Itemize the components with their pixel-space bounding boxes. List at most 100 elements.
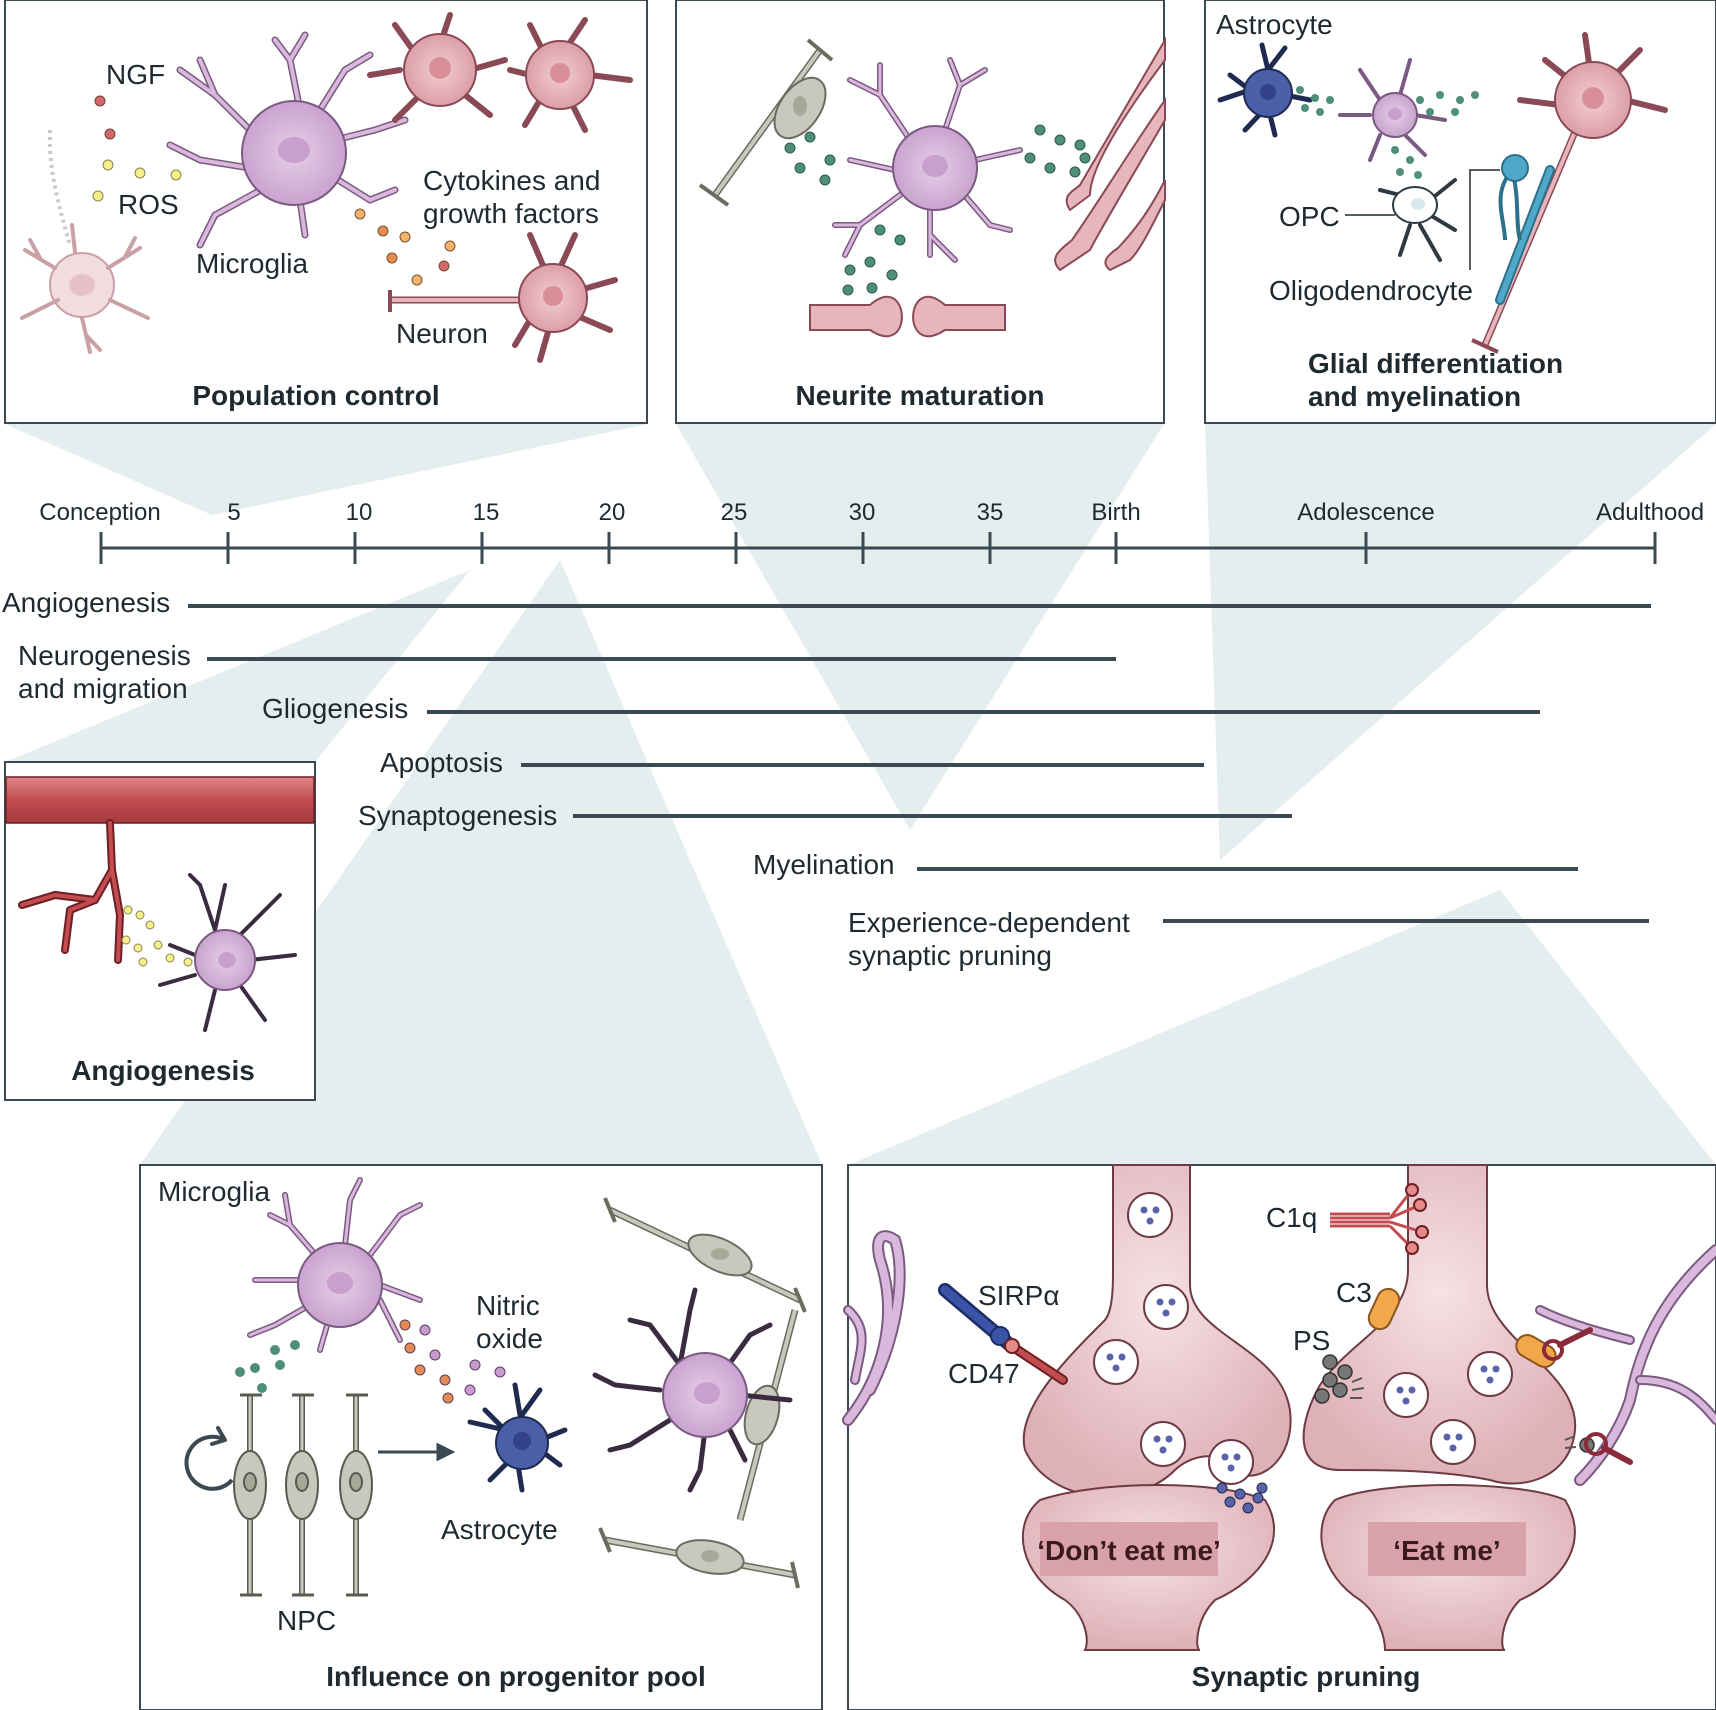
panel-neurite-maturation: Neurite maturation	[675, 0, 1166, 424]
eat-me-label: ‘Eat me’	[1393, 1535, 1500, 1566]
panel-title-glial-line2: and myelination	[1308, 381, 1521, 412]
opc-cell	[1378, 178, 1457, 262]
bipolar-neuron	[603, 1197, 807, 1313]
sirpa-receptor	[938, 1283, 1017, 1352]
npc-label: NPC	[277, 1605, 336, 1636]
neuron-cell-top-b	[507, 17, 633, 133]
oligodendrocyte-cell	[1498, 154, 1529, 241]
c3-molecule	[1367, 1287, 1401, 1331]
c1q-label: C1q	[1266, 1202, 1317, 1233]
synaptic-vesicles	[1093, 1192, 1513, 1514]
panel-title-glial-line1: Glial differentiation	[1308, 348, 1563, 379]
panel-title-progenitor: Influence on progenitor pool	[326, 1661, 706, 1692]
nitric-oxide-dots	[399, 1319, 506, 1404]
blood-vessel	[5, 776, 315, 824]
microglia-cell	[166, 31, 409, 249]
cytokines-label-line1: Cytokines and	[423, 165, 600, 196]
process-label: Myelination	[753, 849, 895, 880]
ps-receptor	[1564, 1432, 1633, 1465]
ngf-dots	[94, 95, 116, 140]
cytokines-label-line2: growth factors	[423, 198, 599, 229]
process-label: Neurogenesis	[18, 640, 191, 671]
timeline-tick-label: 20	[599, 499, 626, 526]
oligodendrocyte-label: Oligodendrocyte	[1269, 275, 1473, 306]
neuron-label: Neuron	[396, 318, 488, 349]
bipolar-neuron	[698, 38, 834, 207]
panel-progenitor-pool: Microglia Nitric oxide Astrocyte NPC Inf…	[139, 1164, 823, 1710]
panel-title-pruning: Synaptic pruning	[1192, 1661, 1421, 1692]
c3-receptor	[1515, 1327, 1593, 1368]
synapse-shape	[809, 296, 1006, 338]
microglia-cell	[592, 1287, 793, 1493]
microglia-cell	[247, 1177, 423, 1353]
timeline-tick-label: 10	[346, 499, 373, 526]
process-label: Experience-dependent	[848, 907, 1130, 938]
timeline-tick-label: Adolescence	[1297, 499, 1434, 526]
microglia-process-left	[842, 1230, 906, 1426]
self-renewal-arrow-icon	[184, 1426, 234, 1491]
timeline-tick-label: Adulthood	[1596, 499, 1704, 526]
presynaptic-terminal-left	[1022, 1164, 1292, 1498]
process-label: Angiogenesis	[2, 587, 170, 618]
panel-glial-differentiation: Astrocyte OPC Oligodendrocyte Glial diff…	[1204, 0, 1716, 424]
panel-angiogenesis: Angiogenesis	[4, 761, 316, 1101]
process-label: Apoptosis	[380, 747, 503, 778]
microglia-label: Microglia	[196, 248, 308, 279]
timeline-tick-label: 15	[473, 499, 500, 526]
differentiation-arrow-icon	[378, 1442, 456, 1462]
astrocyte-label: Astrocyte	[441, 1514, 558, 1545]
c3-label: C3	[1336, 1277, 1372, 1308]
microglia-cell	[158, 873, 297, 1032]
panel-title-neurite: Neurite maturation	[796, 380, 1045, 411]
cytokine-dots	[354, 208, 456, 286]
cd47-label: CD47	[948, 1358, 1020, 1389]
apoptotic-cell	[20, 129, 150, 354]
astrocyte-label: Astrocyte	[1216, 9, 1333, 40]
process-label: Synaptogenesis	[358, 800, 557, 831]
timeline-tick-label: 5	[227, 499, 240, 526]
opc-label: OPC	[1279, 201, 1340, 232]
ps-molecules	[1314, 1354, 1365, 1404]
npc-cells	[233, 1393, 373, 1597]
microglia-cell	[832, 57, 1023, 263]
process-label: and migration	[18, 673, 188, 704]
timeline-tick-label: 30	[849, 499, 876, 526]
neuron-cell-top-a	[367, 12, 508, 123]
cd47-ligand	[1004, 1338, 1068, 1385]
panel-population-control: NGF ROS Microglia Cytokines and growth f…	[4, 0, 648, 424]
timeline-tick-label: Conception	[39, 499, 160, 526]
ros-label: ROS	[118, 189, 179, 220]
process-label: synaptic pruning	[848, 940, 1052, 971]
factor-dots	[121, 905, 193, 967]
ps-label: PS	[1293, 1325, 1330, 1356]
ngf-label: NGF	[106, 59, 165, 90]
neuron-cell-axon	[388, 232, 618, 363]
dont-eat-me-label: ‘Don’t eat me’	[1037, 1535, 1221, 1566]
dendrite-spines	[1054, 36, 1166, 272]
process-label: Gliogenesis	[262, 693, 408, 724]
nitric-oxide-label-line2: oxide	[476, 1323, 543, 1354]
sirpa-label: SIRPα	[978, 1280, 1060, 1311]
c1q-molecule	[1330, 1183, 1429, 1255]
timeline-tick-label: Birth	[1091, 499, 1140, 526]
bipolar-neuron	[598, 1527, 800, 1589]
eat-me-box	[1368, 1522, 1526, 1576]
panel-synaptic-pruning: SIRPα CD47 C1q C3 PS ‘Don’t eat me’ ‘Eat…	[842, 1164, 1716, 1710]
factor-dots	[1296, 86, 1479, 179]
factor-dots	[784, 124, 1091, 296]
microglia-label: Microglia	[158, 1176, 270, 1207]
myelinated-neuron	[1471, 32, 1668, 354]
factor-dots	[235, 1340, 300, 1393]
nitric-oxide-label-line1: Nitric	[476, 1290, 540, 1321]
microglia-cell	[1338, 58, 1447, 162]
astrocyte-cell	[1217, 42, 1313, 138]
panel-title-population: Population control	[192, 380, 439, 411]
astrocyte-cell	[467, 1382, 568, 1493]
dont-eat-me-box	[1040, 1522, 1218, 1576]
panel-title-angiogenesis: Angiogenesis	[71, 1055, 255, 1086]
timeline-tick-label: 35	[977, 499, 1004, 526]
